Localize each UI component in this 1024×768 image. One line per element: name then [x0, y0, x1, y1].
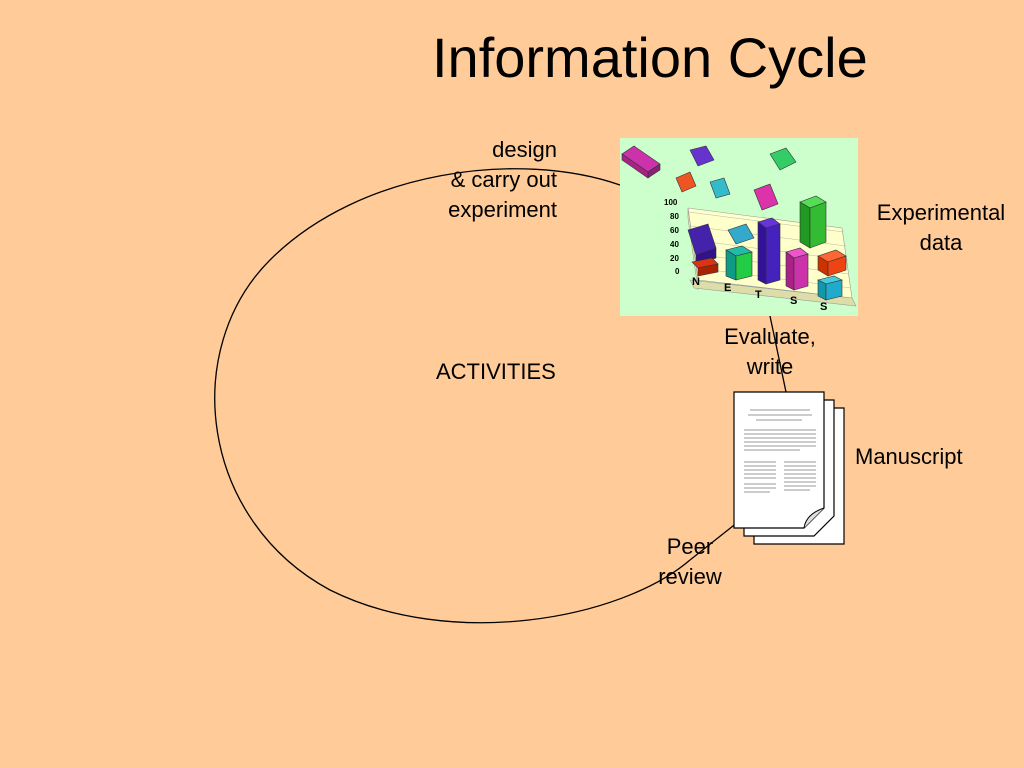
- clipart-tick: 0: [675, 267, 680, 276]
- label-design-line: & carry out: [450, 167, 557, 192]
- clipart-tick: 80: [670, 212, 679, 221]
- clipart-letter: S: [820, 301, 827, 313]
- slide-title: Information Cycle: [432, 26, 868, 89]
- label-peer-line: review: [658, 564, 722, 589]
- label-experimental-data: Experimental data: [866, 198, 1016, 258]
- experimental-chart-clipart: 100 80 60 40 20 0 N E T S S: [620, 138, 858, 316]
- label-peer-review: Peer review: [640, 532, 740, 592]
- clipart-letter: E: [724, 282, 731, 294]
- label-activities: ACTIVITIES: [436, 359, 556, 384]
- clipart-letter: S: [790, 295, 797, 307]
- label-evaluate-line: Evaluate,: [724, 324, 816, 349]
- clipart-tick: 100: [664, 198, 678, 207]
- label-experimental-line: data: [919, 230, 963, 255]
- label-design-experiment: design & carry out experiment: [448, 135, 557, 225]
- clipart-letter: T: [755, 289, 762, 301]
- connector-peer-line: [689, 521, 739, 561]
- label-design-line: experiment: [448, 197, 557, 222]
- manuscript-document-icon: [733, 391, 845, 545]
- label-evaluate-line: write: [746, 354, 794, 379]
- cycle-arc: [214, 168, 691, 624]
- label-experimental-line: Experimental: [876, 200, 1006, 225]
- clipart-letter: N: [692, 276, 700, 288]
- clipart-tick: 20: [670, 254, 679, 263]
- label-design-line: design: [492, 137, 557, 162]
- label-evaluate-write: Evaluate, write: [712, 322, 828, 382]
- connector-line: [769, 315, 787, 393]
- clipart-tick: 60: [670, 226, 679, 235]
- clipart-tick: 40: [670, 240, 679, 249]
- label-peer-line: Peer: [666, 534, 714, 559]
- bar-chart-clipart-icon: 100 80 60 40 20 0 N E T S S: [621, 145, 857, 313]
- label-manuscript: Manuscript: [855, 444, 963, 469]
